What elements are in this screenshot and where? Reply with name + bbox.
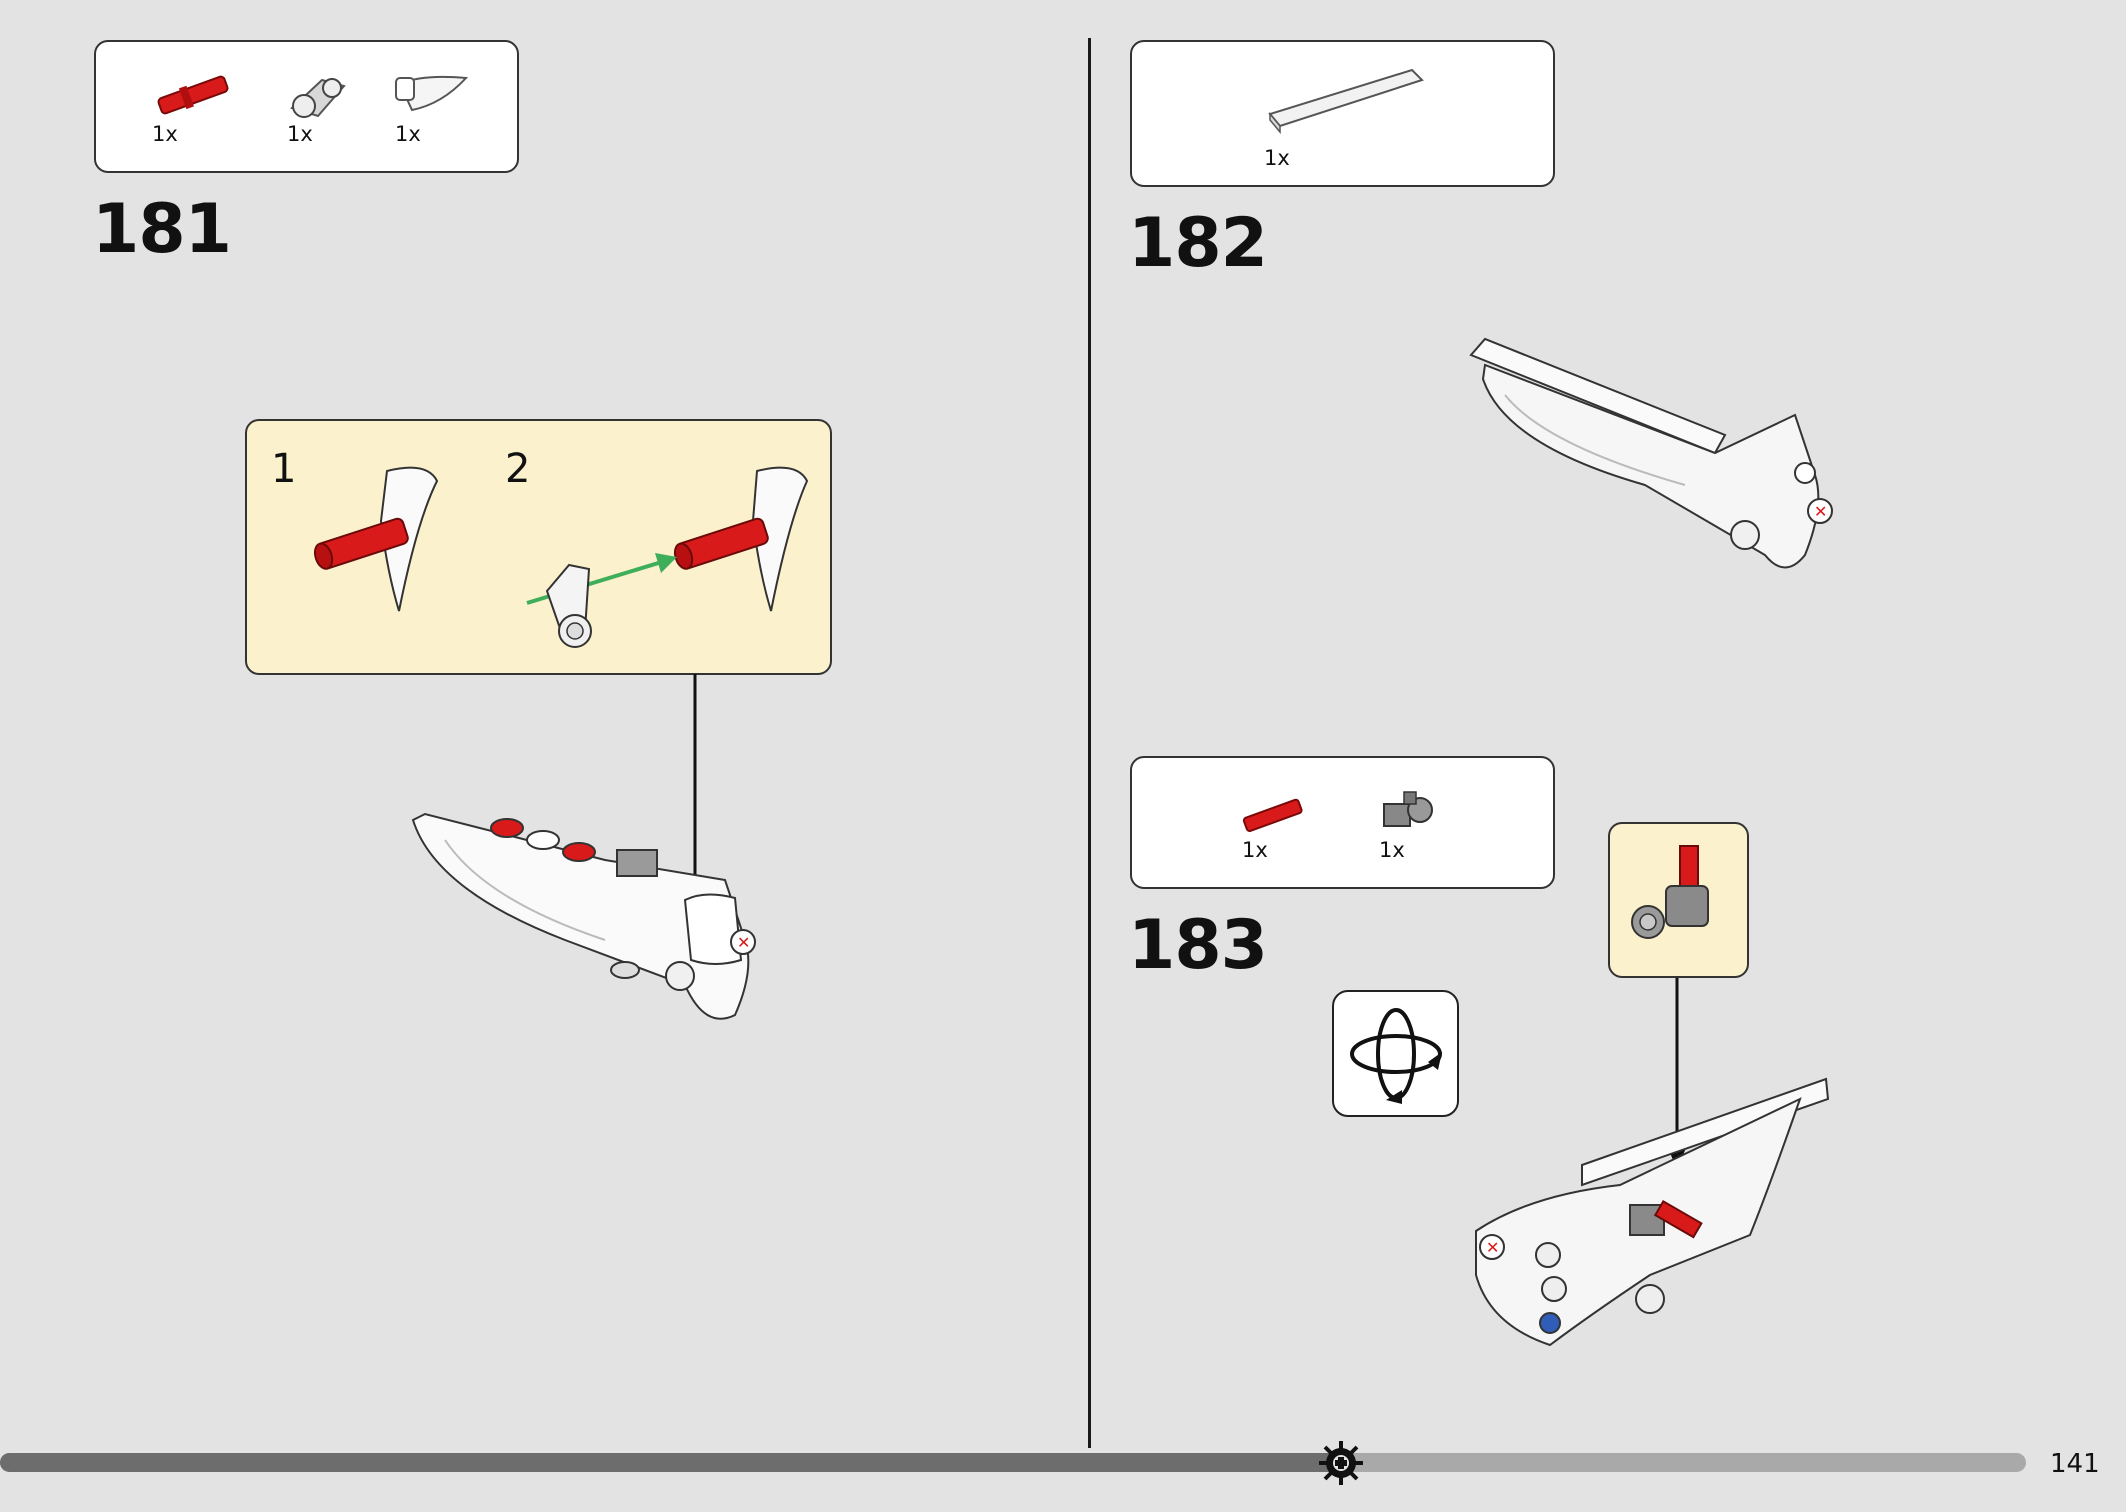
substep-number: 1 [271, 446, 297, 492]
flat-tile-part-icon [1268, 68, 1424, 135]
progress-fill [0, 1453, 1338, 1472]
substep-number: 2 [505, 446, 531, 492]
assembly-green-arrow-illustration [526, 466, 809, 648]
subassembly-callout: 1 2 [245, 419, 832, 675]
svg-text:✕: ✕ [1814, 502, 1827, 521]
part-quantity: 1x [395, 122, 421, 146]
horn-part-icon [395, 75, 469, 112]
model-step-182: ✕ [1469, 337, 1833, 569]
page-divider [1088, 38, 1091, 1448]
rotate-arrows-icon [1350, 1008, 1442, 1104]
svg-text:✕: ✕ [737, 933, 750, 952]
axle-in-connector-illustration [1631, 845, 1709, 939]
part-quantity: 1x [1242, 838, 1268, 862]
part-quantity: 1x [1264, 146, 1290, 170]
step-181-parts-list: 1x 1x 1x [94, 40, 519, 173]
page-number: 141 [2050, 1449, 2100, 1479]
gray-connector-part-icon [1383, 791, 1433, 827]
pin-connector-part-icon [290, 78, 346, 118]
step-number: 182 [1128, 204, 1268, 283]
part-quantity: 1x [152, 122, 178, 146]
step-number: 183 [1128, 906, 1268, 985]
part-quantity: 1x [1379, 838, 1405, 862]
step-182-parts-list: 1x [1130, 40, 1555, 187]
svg-text:✕: ✕ [1486, 1238, 1499, 1257]
step-number: 181 [92, 190, 232, 269]
short-red-axle-part-icon [1242, 798, 1303, 833]
red-pin-part-icon [157, 75, 229, 115]
model-step-181: ✕ [411, 812, 756, 1020]
subassembly-callout [1608, 822, 1749, 978]
step-183-parts-list: 1x 1x [1130, 756, 1555, 889]
pin-in-horn-illustration [313, 466, 439, 612]
instruction-progress-bar [0, 1453, 2026, 1472]
rotate-model-icon [1332, 990, 1459, 1117]
gear-marker-icon [1319, 1441, 1363, 1485]
model-step-183: ✕ [1475, 1077, 1830, 1347]
part-quantity: 1x [287, 122, 313, 146]
